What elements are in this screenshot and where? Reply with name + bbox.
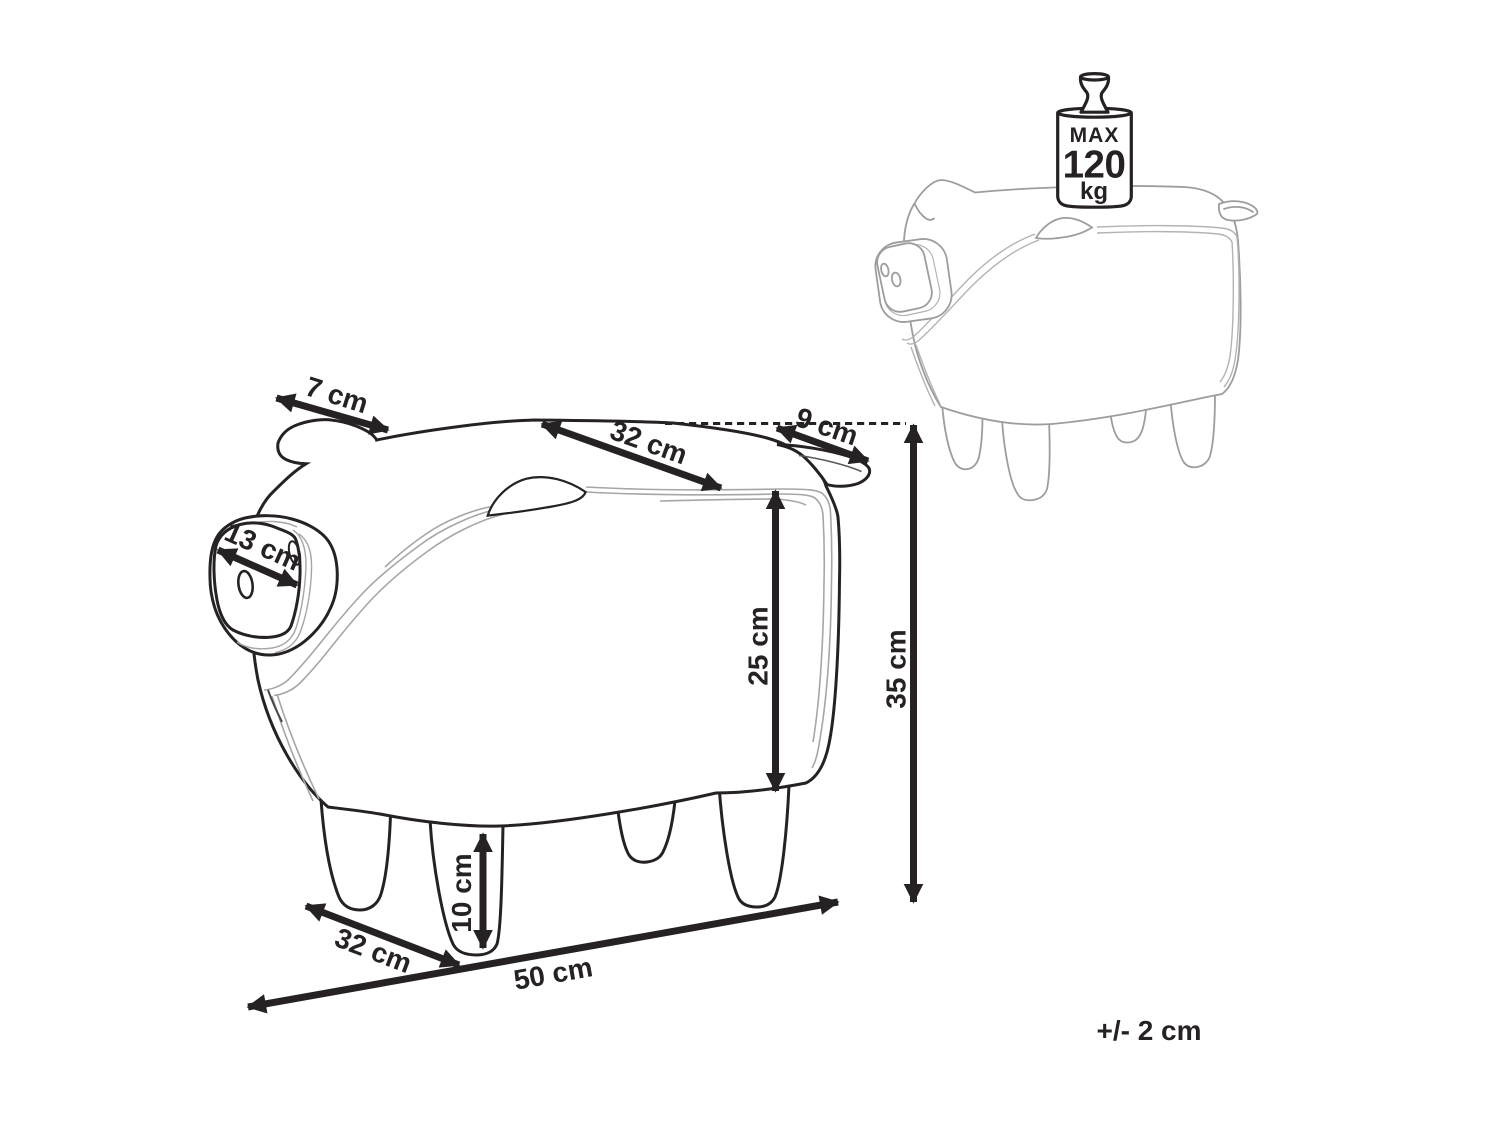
- svg-text:kg: kg: [1080, 178, 1108, 205]
- svg-text:35 cm: 35 cm: [881, 629, 912, 708]
- svg-text:10 cm: 10 cm: [446, 853, 477, 932]
- svg-text:MAX: MAX: [1070, 124, 1120, 147]
- svg-text:25 cm: 25 cm: [743, 606, 774, 685]
- svg-text:120: 120: [1063, 144, 1126, 187]
- svg-text:+/- 2 cm: +/- 2 cm: [1096, 1015, 1201, 1046]
